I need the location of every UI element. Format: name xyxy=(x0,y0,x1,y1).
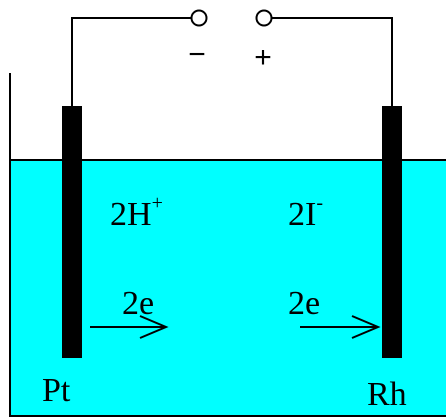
positive-terminal xyxy=(255,9,273,27)
left-electron-label: 2e xyxy=(122,285,154,322)
iodide-ion-charge: - xyxy=(316,192,323,214)
pt-electrode xyxy=(62,106,82,358)
right-electron-arrow xyxy=(300,315,381,339)
iodide-ion-label: 2I- xyxy=(288,192,323,233)
rh-label: Rh xyxy=(367,376,407,413)
electrolyte xyxy=(10,160,446,417)
hydrogen-ion-charge: + xyxy=(152,192,163,214)
hydrogen-ion-label: 2H+ xyxy=(110,192,163,233)
rh-electrode xyxy=(382,106,402,358)
negative-sign: − xyxy=(188,38,206,71)
hydrogen-ion-symbol: 2H xyxy=(110,196,152,233)
right-electron-label: 2e xyxy=(288,285,320,322)
pt-label: Pt xyxy=(42,372,71,409)
iodide-ion-symbol: 2I xyxy=(288,196,316,233)
negative-terminal xyxy=(190,9,208,27)
right-wire xyxy=(272,17,393,106)
positive-sign: + xyxy=(254,41,272,74)
left-wire xyxy=(71,17,191,106)
left-electron-arrow xyxy=(90,315,169,339)
